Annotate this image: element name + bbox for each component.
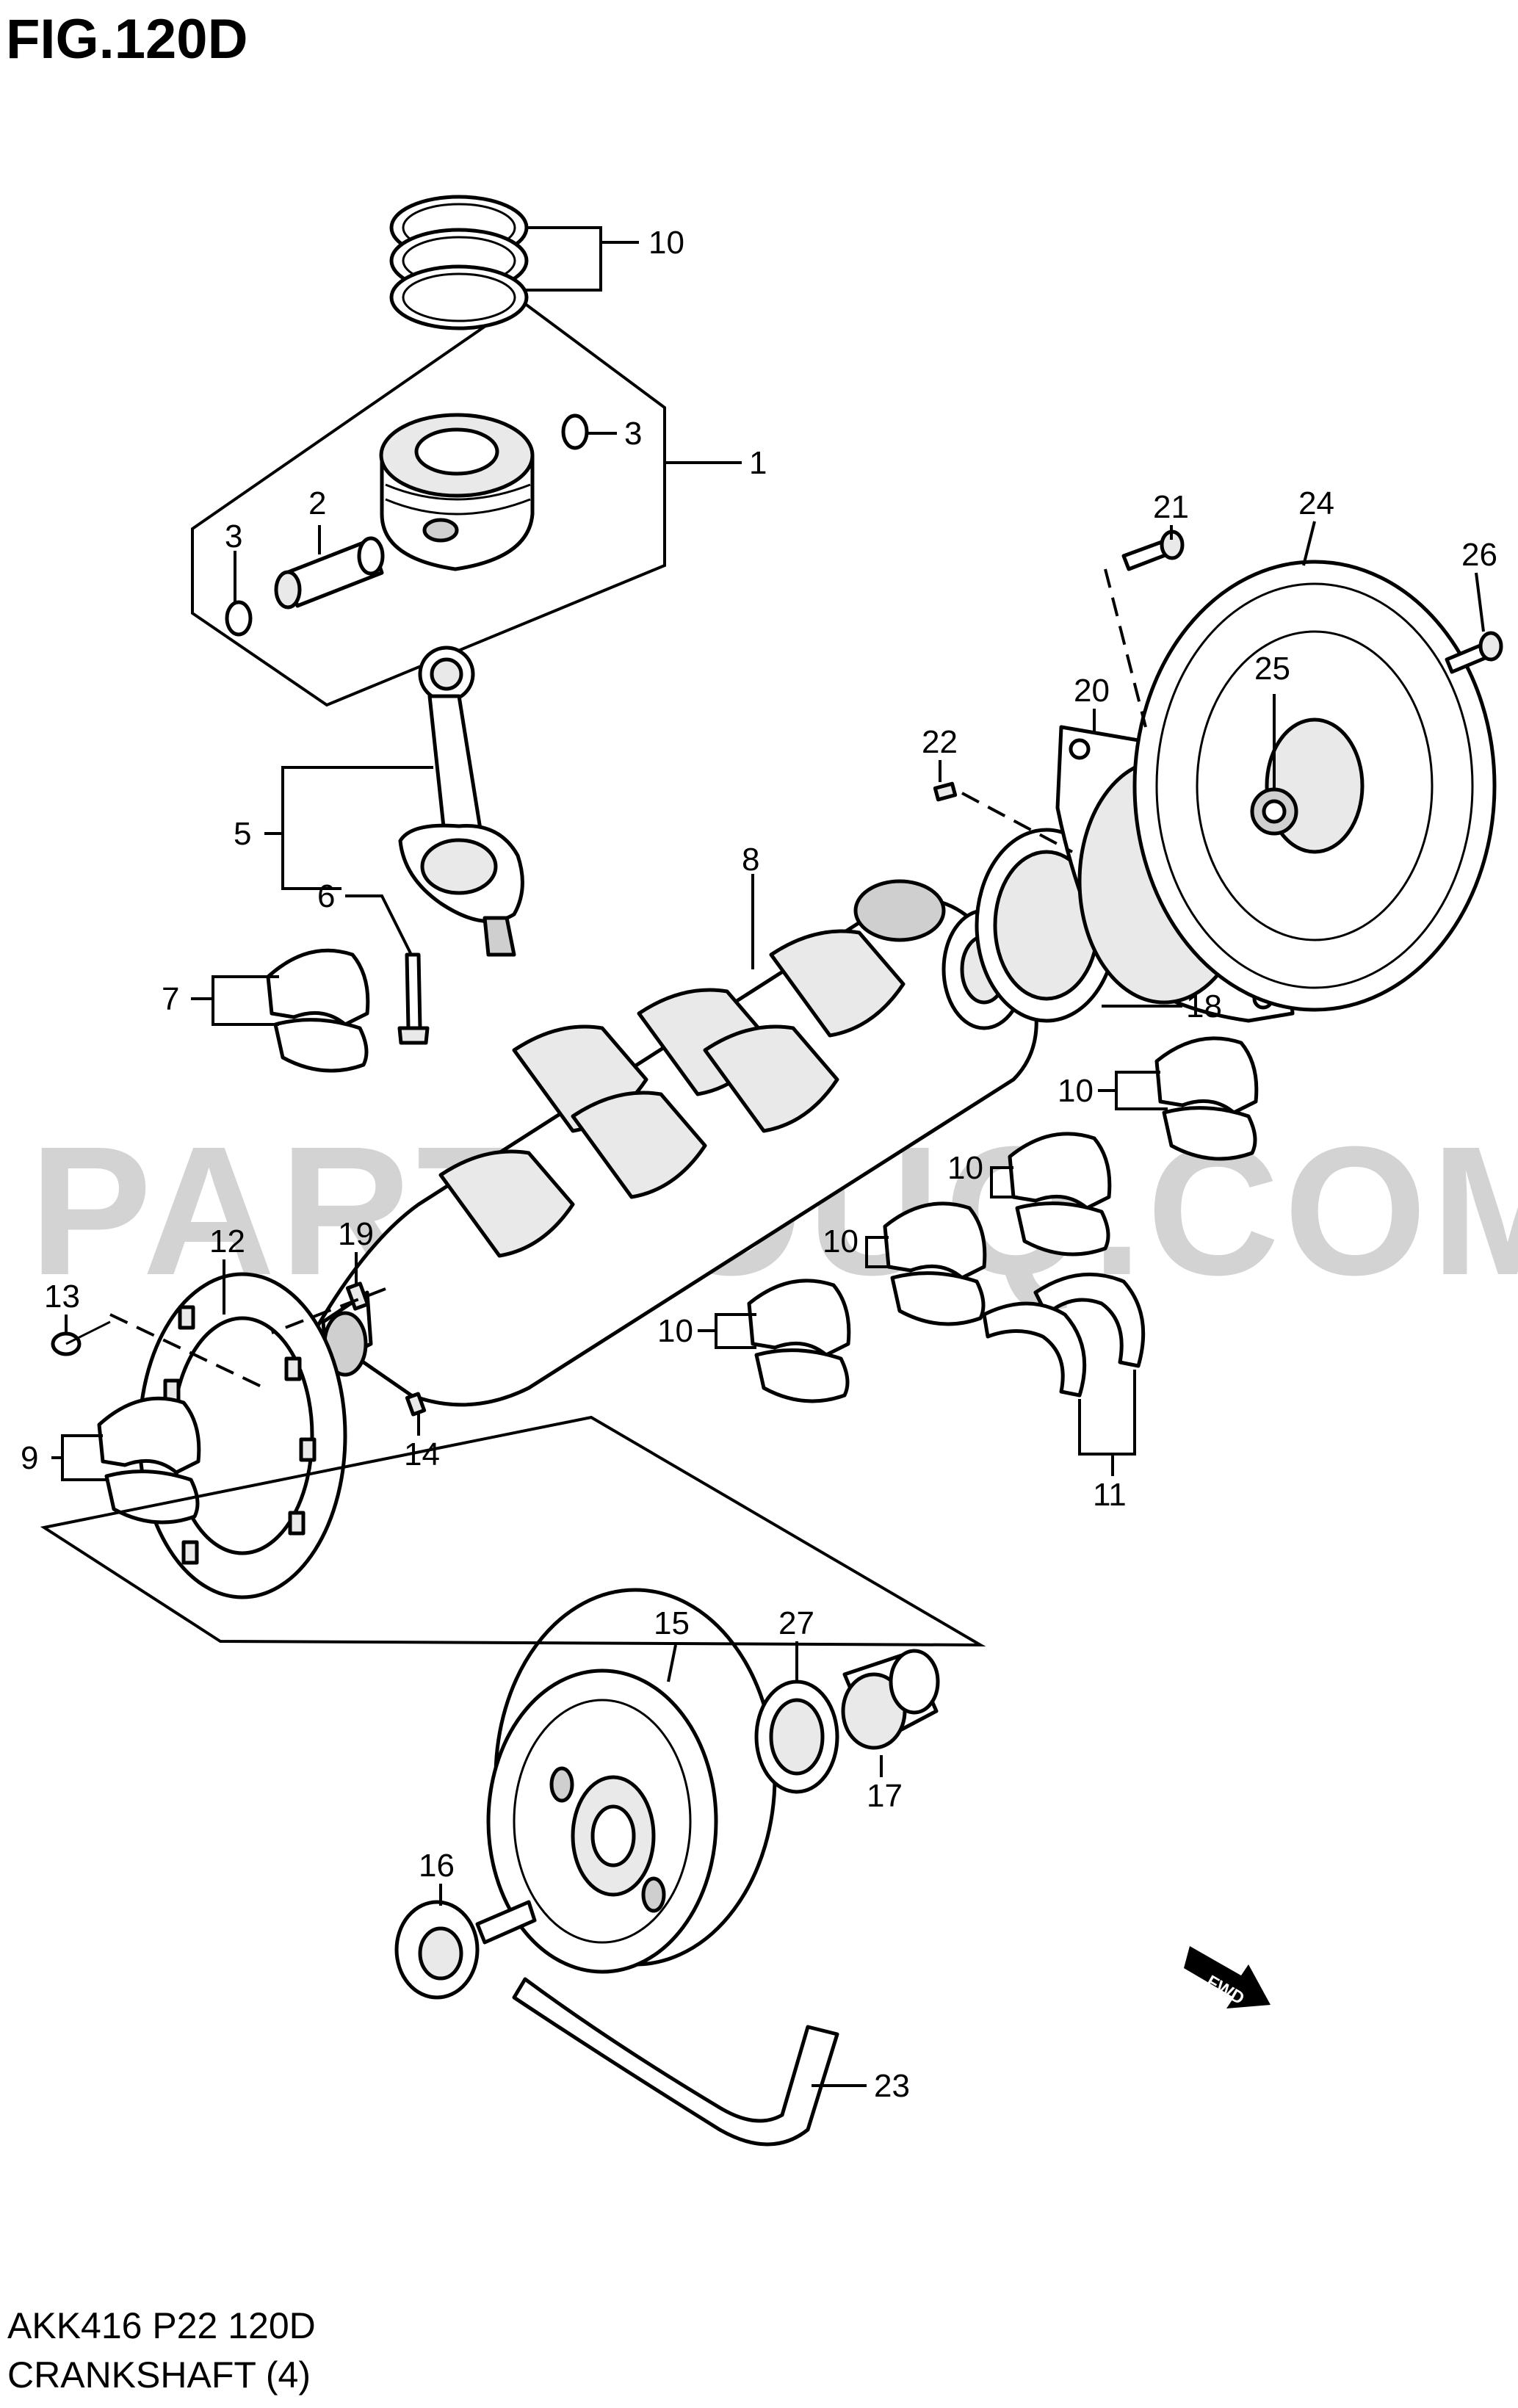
drive-belt <box>512 1977 839 2147</box>
piston-pin <box>274 536 385 610</box>
callout-6: 6 <box>317 878 335 914</box>
leader-lines <box>51 226 1485 2087</box>
callout-11: 11 <box>1093 1477 1127 1513</box>
callout-14: 14 <box>404 1436 440 1472</box>
callout-23: 23 <box>874 2068 910 2104</box>
callout-12: 12 <box>209 1223 245 1259</box>
thrust-washers <box>982 1272 1146 1398</box>
callout-7: 7 <box>162 981 179 1017</box>
main-bearing-10b <box>1008 1132 1112 1257</box>
callout-2: 2 <box>308 485 326 521</box>
callout-10a: 10 <box>1058 1073 1094 1109</box>
callout-17: 17 <box>867 1778 903 1814</box>
crank-sprocket <box>841 1649 940 1750</box>
callout-3a: 3 <box>624 416 642 452</box>
flywheel <box>1132 560 1497 1012</box>
callout-18: 19 <box>338 1216 374 1252</box>
callout-8: 8 <box>742 842 759 878</box>
diagram-code: AKK416 P22 120D <box>7 2305 316 2346</box>
housing-bolt <box>1121 529 1185 571</box>
callout-19: 20 <box>1074 673 1110 709</box>
callout-3b: 3 <box>225 518 242 554</box>
circlip-right <box>561 413 589 450</box>
front-seal <box>754 1680 839 1794</box>
piston <box>379 413 535 571</box>
diagram-caption: CRANKSHAFT (4) <box>7 2354 311 2396</box>
plate-bolt <box>51 1320 111 1356</box>
callout-25: 25 <box>1254 651 1290 687</box>
piston-group-box <box>191 299 666 707</box>
front-group-box <box>40 1415 986 1647</box>
callout-26: 26 <box>1461 537 1497 573</box>
callout-22: 22 <box>922 724 958 760</box>
callout-21: 21 <box>1153 489 1189 525</box>
crank-key <box>345 1281 370 1311</box>
dowel-pin <box>405 1392 427 1417</box>
pulley-bolt <box>394 1900 537 2000</box>
callout-10b: 10 <box>947 1150 983 1186</box>
fwd-direction-badge: FWD <box>1184 1946 1271 2009</box>
circlip-left <box>225 600 253 637</box>
callout-20: 18 <box>1186 988 1222 1024</box>
main-bearing-10d <box>747 1279 851 1403</box>
callout-1: 1 <box>749 445 767 481</box>
piston-rings <box>389 195 529 330</box>
callout-15: 15 <box>654 1605 690 1641</box>
callout-9: 9 <box>21 1440 38 1476</box>
main-bearing-front <box>97 1396 201 1525</box>
callout-numbers: 10 3 1 2 3 5 6 7 8 18 10 10 10 10 11 9 1… <box>21 225 1497 2104</box>
main-bearing-10c <box>883 1201 987 1326</box>
conrod-bearing <box>266 948 370 1073</box>
flywheel-bolt <box>1445 631 1503 674</box>
housing-dowel <box>933 781 958 802</box>
callout-5: 5 <box>234 816 251 852</box>
callout-24: 24 <box>1298 485 1334 521</box>
callout-10d: 10 <box>657 1313 693 1349</box>
crank-pulley <box>486 1588 777 1974</box>
conrod-bolt <box>397 952 430 1045</box>
callout-13: 13 <box>44 1279 80 1315</box>
callout-16: 16 <box>419 1848 455 1884</box>
callout-27: 27 <box>778 1605 814 1641</box>
main-bearing-10a <box>1154 1036 1259 1161</box>
connecting-rod <box>398 646 524 957</box>
callout-10c: 10 <box>823 1223 859 1259</box>
figure-title: FIG.120D <box>6 8 248 70</box>
callout-4: 10 <box>648 225 684 261</box>
